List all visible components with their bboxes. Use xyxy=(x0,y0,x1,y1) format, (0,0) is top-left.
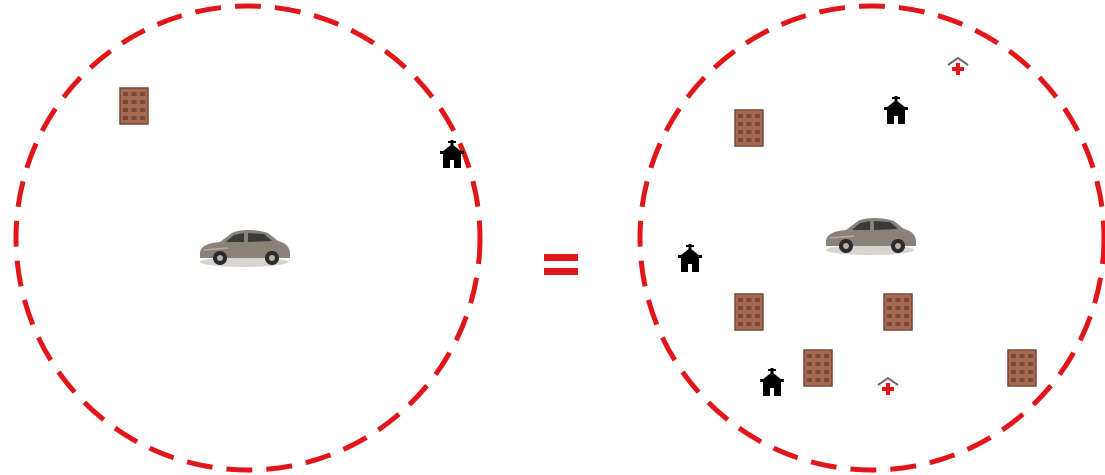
apartment-building-icon xyxy=(734,293,764,331)
school-house-icon xyxy=(760,368,784,396)
apartment-building-icon xyxy=(734,109,764,147)
right-dashed-circle xyxy=(637,3,1105,473)
school-house-icon xyxy=(678,244,702,272)
apartment-building-icon xyxy=(883,293,913,331)
apartment-building-icon xyxy=(803,349,833,387)
hospital-icon xyxy=(947,57,969,76)
hospital-icon xyxy=(877,377,899,396)
right-scene xyxy=(637,3,1105,473)
car-icon xyxy=(825,217,917,256)
apartment-building-icon xyxy=(119,87,149,125)
school-house-icon xyxy=(884,96,908,124)
equals-sign xyxy=(544,254,578,275)
apartment-building-icon xyxy=(1007,349,1037,387)
left-scene xyxy=(13,3,483,473)
left-dashed-circle xyxy=(13,3,483,473)
car-icon xyxy=(199,229,291,268)
